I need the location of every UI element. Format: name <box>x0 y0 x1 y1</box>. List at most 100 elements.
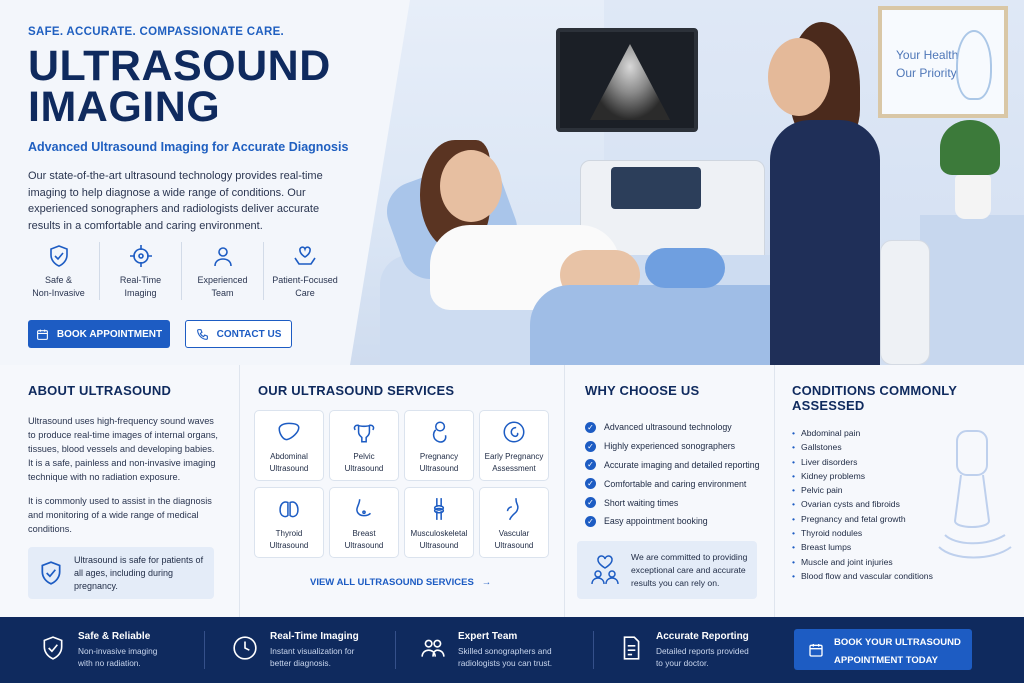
list-item: ✓Easy appointment booking <box>585 512 774 531</box>
crosshair-icon <box>129 245 152 267</box>
service-card-pregnancy[interactable]: Pregnancy Ultrasound <box>404 410 474 481</box>
service-card-early-pregnancy[interactable]: Early Pregnancy Assessment <box>479 410 549 481</box>
check-icon: ✓ <box>585 459 596 471</box>
contact-us-button[interactable]: CONTACT US <box>185 320 292 348</box>
why-column: WHY CHOOSE US ✓Advanced ultrasound techn… <box>565 365 775 617</box>
why-item-text: Comfortable and caring environment <box>604 478 747 489</box>
shield-check-icon <box>41 561 61 585</box>
view-all-services-link[interactable]: VIEW ALL ULTRASOUND SERVICES → <box>310 577 491 588</box>
book-appointment-label: BOOK APPOINTMENT <box>56 328 163 340</box>
feature-list: Safe & Non-Invasive Real-Time Imaging Ex… <box>18 242 346 300</box>
subtitle: Advanced Ultrasound Imaging for Accurate… <box>28 140 349 154</box>
plant-pot <box>955 175 991 219</box>
service-card-pelvic[interactable]: Pelvic Ultrasound <box>329 410 399 481</box>
about-paragraph-2: It is commonly used to assist in the dia… <box>28 496 212 534</box>
team-icon <box>421 639 445 657</box>
page-title: ULTRASOUND IMAGING <box>28 42 368 129</box>
feature-label: Safe & <box>44 275 73 285</box>
about-column: ABOUT ULTRASOUND Ultrasound uses high-fr… <box>0 365 240 617</box>
safety-note: Ultrasound is safe for patients of all a… <box>28 547 214 599</box>
service-label: Abdominal <box>270 452 308 461</box>
breast-icon <box>356 499 372 517</box>
service-card-vascular[interactable]: Vascular Ultrasound <box>479 487 549 558</box>
service-card-thyroid[interactable]: Thyroid Ultrasound <box>254 487 324 558</box>
footer-title: Expert Team <box>458 631 518 642</box>
footer-text: better diagnosis. <box>270 658 331 668</box>
fetus-icon <box>432 421 447 443</box>
service-card-abdominal[interactable]: Abdominal Ultrasound <box>254 410 324 481</box>
feature-safe: Safe & Non-Invasive <box>18 242 100 300</box>
check-icon: ✓ <box>585 478 596 490</box>
check-icon: ✓ <box>585 515 596 527</box>
fetal-scan-image <box>590 44 670 120</box>
wall-poster: Your Health Our Priority <box>878 6 1008 118</box>
list-item: Abdominal pain <box>792 428 1024 442</box>
service-card-musculoskeletal[interactable]: Musculoskeletal Ultrasound <box>404 487 474 558</box>
about-heading: ABOUT ULTRASOUND <box>28 383 172 398</box>
contact-us-label: CONTACT US <box>216 328 282 340</box>
thyroid-icon <box>279 501 299 518</box>
ultrasound-monitor <box>556 28 698 132</box>
heart-family-icon <box>591 555 619 585</box>
feature-label: Patient-Focused <box>272 275 338 285</box>
service-card-breast[interactable]: Breast Ultrasound <box>329 487 399 558</box>
calendar-icon <box>809 643 823 657</box>
vessel-icon <box>506 498 519 521</box>
chair <box>880 240 930 365</box>
tagline: SAFE. ACCURATE. COMPASSIONATE CARE. <box>28 26 285 38</box>
ultrasound-probe-icon <box>938 430 1012 559</box>
conditions-list: Abdominal pain Gallstones Liver disorder… <box>792 428 1024 585</box>
feature-label: Experienced <box>197 275 248 285</box>
footer-text: Skilled sonographers and <box>458 646 552 656</box>
conditions-heading: CONDITIONS COMMONLY ASSESSED <box>792 383 957 413</box>
divider <box>593 631 594 669</box>
service-label: Ultrasound <box>494 541 534 550</box>
baby-scan-icon <box>503 421 525 443</box>
sonographer-scrubs <box>770 120 880 365</box>
report-icon <box>623 636 640 660</box>
shield-check-icon <box>43 636 63 660</box>
title-line1: ULTRASOUND <box>28 42 331 90</box>
shield-check-icon <box>49 245 68 267</box>
hero-text: SAFE. ACCURATE. COMPASSIONATE CARE. ULTR… <box>28 26 368 234</box>
info-section: ABOUT ULTRASOUND Ultrasound uses high-fr… <box>0 365 1024 617</box>
cabinet <box>920 215 1024 365</box>
arrow-right-icon: → <box>476 577 492 588</box>
calendar-icon <box>36 329 48 340</box>
clock-icon <box>233 636 257 660</box>
why-item-text: Highly experienced sonographers <box>604 441 736 452</box>
service-label: Early Pregnancy <box>484 452 544 461</box>
footer-text: radiologists you can trust. <box>458 658 553 668</box>
description-1: Our state-of-the-art ultrasound technolo… <box>28 170 323 199</box>
feature-care: Patient-Focused Care <box>264 242 346 300</box>
cta-line2: APPOINTMENT TODAY <box>834 654 938 666</box>
list-item: ✓ Accurate imaging and detailed reporting <box>585 456 774 475</box>
footer-text: to your doctor. <box>656 658 709 668</box>
service-label: Ultrasound <box>344 541 384 550</box>
book-appointment-button[interactable]: BOOK APPOINTMENT <box>28 320 170 348</box>
list-item: Blood flow and vascular conditions <box>792 571 1024 585</box>
hero-buttons: BOOK APPOINTMENT CONTACT US <box>28 320 292 348</box>
service-label: Pelvic <box>353 452 375 461</box>
commitment-note: We are committed to providing exceptiona… <box>577 541 757 599</box>
list-item: ✓Highly experienced sonographers <box>585 437 774 456</box>
heart-hands-icon <box>294 246 316 265</box>
services-heading: OUR ULTRASOUND SERVICES <box>258 383 455 398</box>
safety-note-text: Ultrasound is safe for patients of all a… <box>74 554 204 591</box>
patient-head <box>440 150 502 222</box>
uterus-icon <box>353 424 375 443</box>
why-item-text: Accurate imaging and detailed reporting <box>604 459 760 470</box>
hero-description: Our state-of-the-art ultrasound technolo… <box>28 168 328 234</box>
service-label: Assessment <box>492 464 536 473</box>
service-label: Ultrasound <box>269 541 309 550</box>
service-label: Pregnancy <box>419 452 459 461</box>
poster-line2: Our Priority <box>896 66 957 80</box>
list-item: ✓Short waiting times <box>585 493 774 512</box>
why-item-text: Advanced ultrasound technology <box>604 422 732 433</box>
feature-label: Care <box>295 288 315 298</box>
